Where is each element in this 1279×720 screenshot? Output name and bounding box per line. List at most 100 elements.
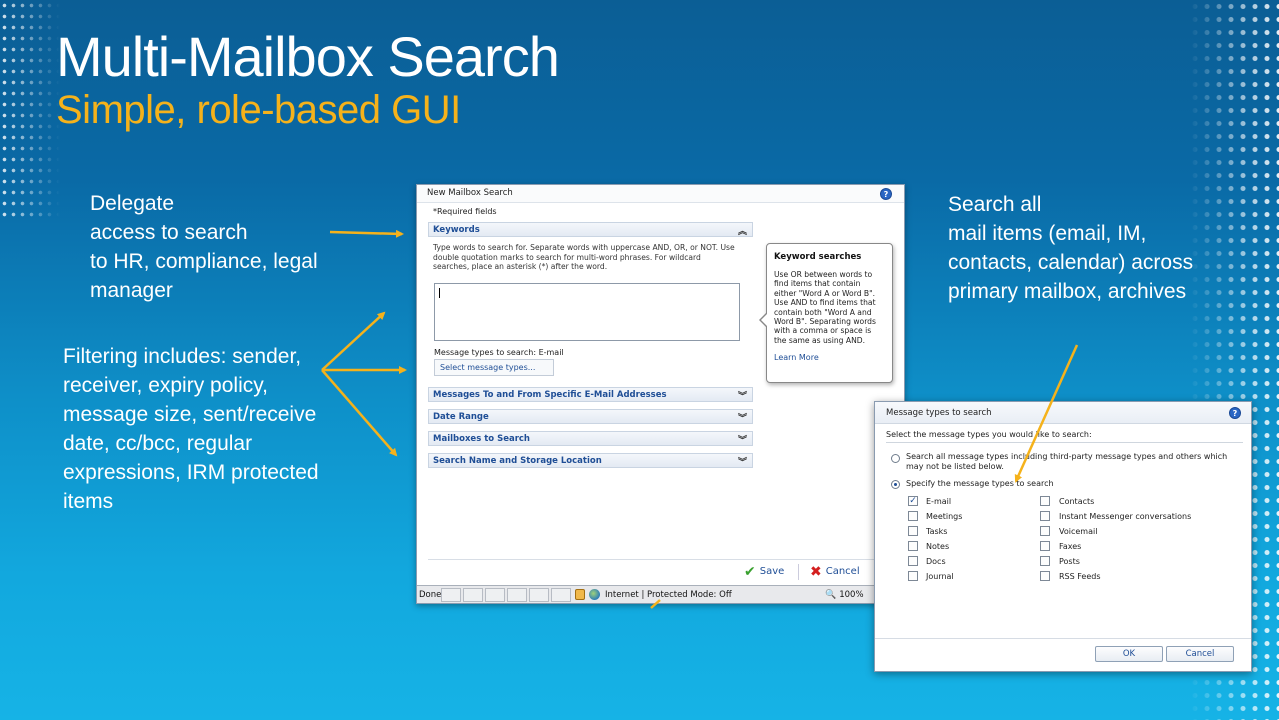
callout-line: date, cc/bcc, regular [63, 432, 253, 455]
section-addresses[interactable]: Messages To and From Specific E-Mail Add… [428, 387, 753, 402]
close-icon: ✖ [810, 563, 822, 580]
section-label: Keywords [433, 225, 480, 235]
status-cell [529, 587, 549, 602]
keywords-description: Type words to search for. Separate words… [433, 243, 735, 272]
footer-divider [428, 559, 893, 560]
checkbox-label: Notes [926, 542, 950, 551]
footer-separator [798, 564, 799, 580]
dialog-titlebar: Message types to search ? [875, 402, 1251, 424]
status-cell [551, 587, 571, 602]
save-button[interactable]: ✔ Save [744, 563, 784, 580]
status-cell [485, 587, 505, 602]
chevron-down-icon[interactable]: ︾ [737, 458, 747, 468]
callout-line: Delegate [90, 192, 175, 215]
section-label: Mailboxes to Search [433, 434, 530, 444]
checkbox-email[interactable]: ✓ [908, 496, 918, 506]
radio-specify-label: Specify the message types to search [906, 479, 1054, 488]
checkbox-voicemail[interactable] [1040, 526, 1050, 536]
keywords-input[interactable] [434, 283, 740, 341]
radio-search-all-label: Search all message types including third… [906, 452, 1228, 471]
checkbox-tasks[interactable] [908, 526, 918, 536]
section-keywords[interactable]: Keywords ︽ [428, 222, 753, 237]
tooltip-title: Keyword searches [774, 252, 862, 262]
checkbox-im[interactable] [1040, 511, 1050, 521]
status-cell [507, 587, 527, 602]
checkbox-label: Journal [926, 572, 954, 581]
callout-line: contacts, calendar) across [948, 251, 1194, 274]
radio-search-all[interactable] [891, 454, 900, 463]
section-label: Search Name and Storage Location [433, 456, 602, 466]
callout-line: to HR, compliance, legal [90, 250, 318, 273]
radio-specify[interactable] [891, 480, 900, 489]
status-zoom[interactable]: 100% [839, 589, 864, 600]
section-search-name[interactable]: Search Name and Storage Location ︾ [428, 453, 753, 468]
cancel-label: Cancel [825, 566, 860, 577]
checkbox-label: Posts [1059, 557, 1080, 566]
callout-line: Search all [948, 193, 1042, 216]
checkmark-icon: ✔ [744, 563, 756, 580]
help-icon[interactable]: ? [1229, 407, 1241, 419]
status-cell [441, 587, 461, 602]
callout-filtering: Filtering includes: sender, receiver, ex… [63, 342, 319, 516]
slide-title: Multi-Mailbox Search [56, 25, 560, 88]
cancel-button[interactable]: ✖ Cancel [810, 563, 860, 580]
callout-line: mail items (email, IM, [948, 222, 1147, 245]
checkbox-notes[interactable] [908, 541, 918, 551]
chevron-down-icon[interactable]: ︾ [737, 392, 747, 402]
dialog-instruction: Select the message types you would like … [886, 430, 1092, 439]
text-caret [439, 288, 440, 298]
status-cell [463, 587, 483, 602]
slide-subtitle: Simple, role-based GUI [56, 88, 461, 132]
learn-more-link[interactable]: Learn More [774, 353, 819, 363]
checkbox-label: Faxes [1059, 542, 1082, 551]
dialog-footer-divider [875, 638, 1251, 639]
callout-line: expressions, IRM protected [63, 461, 319, 484]
tooltip-body: Use OR between words to find items that … [774, 270, 876, 345]
dialog-title: Message types to search [886, 408, 992, 418]
checkbox-label: RSS Feeds [1059, 572, 1101, 581]
section-mailboxes[interactable]: Mailboxes to Search ︾ [428, 431, 753, 446]
window-titlebar: New Mailbox Search ? [417, 185, 904, 203]
checkbox-meetings[interactable] [908, 511, 918, 521]
callout-line: items [63, 490, 114, 513]
callout-delegate: Delegate access to search to HR, complia… [90, 189, 318, 305]
checkbox-label: E-mail [926, 497, 952, 506]
checkbox-journal[interactable] [908, 571, 918, 581]
callout-search-all: Search all mail items (email, IM, contac… [948, 190, 1193, 306]
message-types-label: Message types to search: E-mail [434, 348, 564, 357]
checkbox-rss[interactable] [1040, 571, 1050, 581]
select-message-types-button[interactable]: Select message types... [434, 359, 554, 376]
checkbox-contacts[interactable] [1040, 496, 1050, 506]
help-icon[interactable]: ? [880, 188, 892, 200]
checkbox-docs[interactable] [908, 556, 918, 566]
checkbox-label: Meetings [926, 512, 963, 521]
required-fields-note: *Required fields [433, 207, 497, 216]
dialog-divider [886, 442, 1243, 443]
arrow-to-mailboxes [321, 369, 398, 457]
keyword-searches-tooltip: Keyword searches Use OR between words to… [759, 243, 893, 383]
lock-icon [575, 589, 585, 600]
chevron-down-icon[interactable]: ︾ [737, 436, 747, 446]
arrow-to-keywords-box [321, 311, 386, 371]
checkbox-label: Tasks [926, 527, 948, 536]
callout-line: primary mailbox, archives [948, 280, 1187, 303]
checkbox-faxes[interactable] [1040, 541, 1050, 551]
checkbox-label: Voicemail [1059, 527, 1098, 536]
chevron-up-icon[interactable]: ︽ [737, 227, 747, 237]
section-date-range[interactable]: Date Range ︾ [428, 409, 753, 424]
checkbox-label: Contacts [1059, 497, 1095, 506]
section-label: Messages To and From Specific E-Mail Add… [433, 390, 667, 400]
decorative-dots-left [0, 0, 60, 220]
dialog-cancel-button[interactable]: Cancel [1166, 646, 1234, 662]
zoom-icon[interactable]: 🔍 [825, 589, 837, 600]
ok-button[interactable]: OK [1095, 646, 1163, 662]
chevron-down-icon[interactable]: ︾ [737, 414, 747, 424]
arrow-to-keywords [329, 229, 404, 238]
message-types-dialog: Message types to search ? Select the mes… [874, 401, 1252, 672]
checkbox-label: Instant Messenger conversations [1059, 512, 1192, 521]
checkbox-posts[interactable] [1040, 556, 1050, 566]
callout-line: message size, sent/receive [63, 403, 317, 426]
status-zone: Internet | Protected Mode: Off [605, 589, 732, 600]
window-title: New Mailbox Search [427, 188, 513, 198]
callout-line: Filtering includes: sender, [63, 345, 302, 368]
